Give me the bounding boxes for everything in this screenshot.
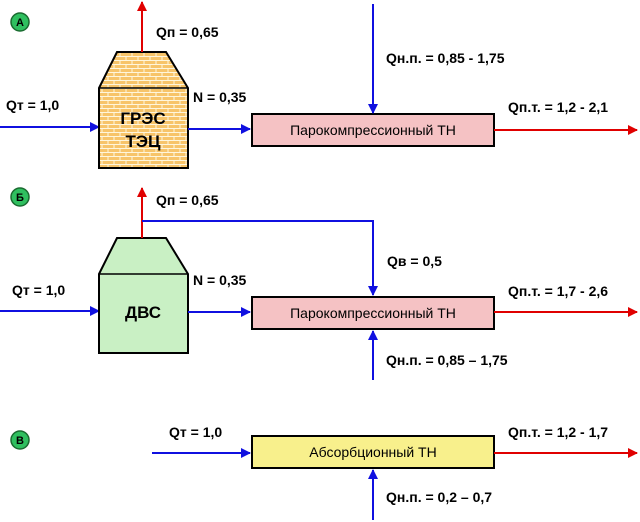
scheme-a: А Qт = 1,0 ГРЭС ТЭЦ Qп = 0,65 N = 0,35 П… bbox=[0, 1, 638, 169]
svg-text:А: А bbox=[16, 17, 24, 29]
power-label-b: N = 0,35 bbox=[193, 272, 247, 288]
q-out-label-a: Qп.т. = 1,2 - 2,1 bbox=[508, 99, 608, 115]
plant-label-line1: ГРЭС bbox=[120, 109, 165, 128]
svg-text:В: В bbox=[16, 435, 24, 447]
engine-block-icon bbox=[98, 237, 189, 354]
engine-label: ДВС bbox=[125, 303, 161, 322]
plant-label-line2: ТЭЦ bbox=[126, 132, 161, 151]
heat-pump-label-a: Парокомпрессионный ТН bbox=[290, 122, 456, 138]
q-out-label-b: Qп.т. = 1,7 - 2,6 bbox=[508, 283, 608, 299]
power-plant-brick-icon bbox=[98, 51, 189, 169]
marker-b: Б bbox=[10, 187, 30, 207]
q-out-label-c: Qп.т. = 1,2 - 1,7 bbox=[508, 424, 608, 440]
q-loss-label-b: Qп = 0,65 bbox=[156, 192, 219, 208]
heat-pump-label-c: Абсорбционный ТН bbox=[309, 444, 436, 460]
q-fuel-label-c: Qт = 1,0 bbox=[169, 424, 222, 440]
recovered-heat-line-b bbox=[142, 220, 378, 296]
q-recovered-label-b: Qв = 0,5 bbox=[387, 253, 442, 269]
scheme-b: Б Qт = 1,0 ДВС Qп = 0,65 Qв = 0,5 N = 0,… bbox=[0, 187, 638, 380]
marker-c: В bbox=[10, 430, 30, 450]
q-fuel-label-b: Qт = 1,0 bbox=[12, 282, 65, 298]
heat-pump-box-b bbox=[251, 296, 495, 330]
q-fuel-label-a: Qт = 1,0 bbox=[6, 97, 59, 113]
q-low-label-c: Qн.п. = 0,2 – 0,7 bbox=[386, 489, 492, 505]
heat-pump-box-a bbox=[251, 113, 495, 147]
svg-text:Б: Б bbox=[16, 192, 24, 204]
q-low-label-b: Qн.п. = 0,85 – 1,75 bbox=[386, 352, 508, 368]
marker-a: А bbox=[10, 12, 30, 32]
q-low-label-a: Qн.п. = 0,85 - 1,75 bbox=[386, 50, 505, 66]
scheme-c: В Qт = 1,0 Абсорбционный ТН Qн.п. = 0,2 … bbox=[10, 424, 638, 520]
power-label-a: N = 0,35 bbox=[193, 89, 247, 105]
q-loss-label-a: Qп = 0,65 bbox=[156, 24, 219, 40]
heat-pump-label-b: Парокомпрессионный ТН bbox=[290, 305, 456, 321]
